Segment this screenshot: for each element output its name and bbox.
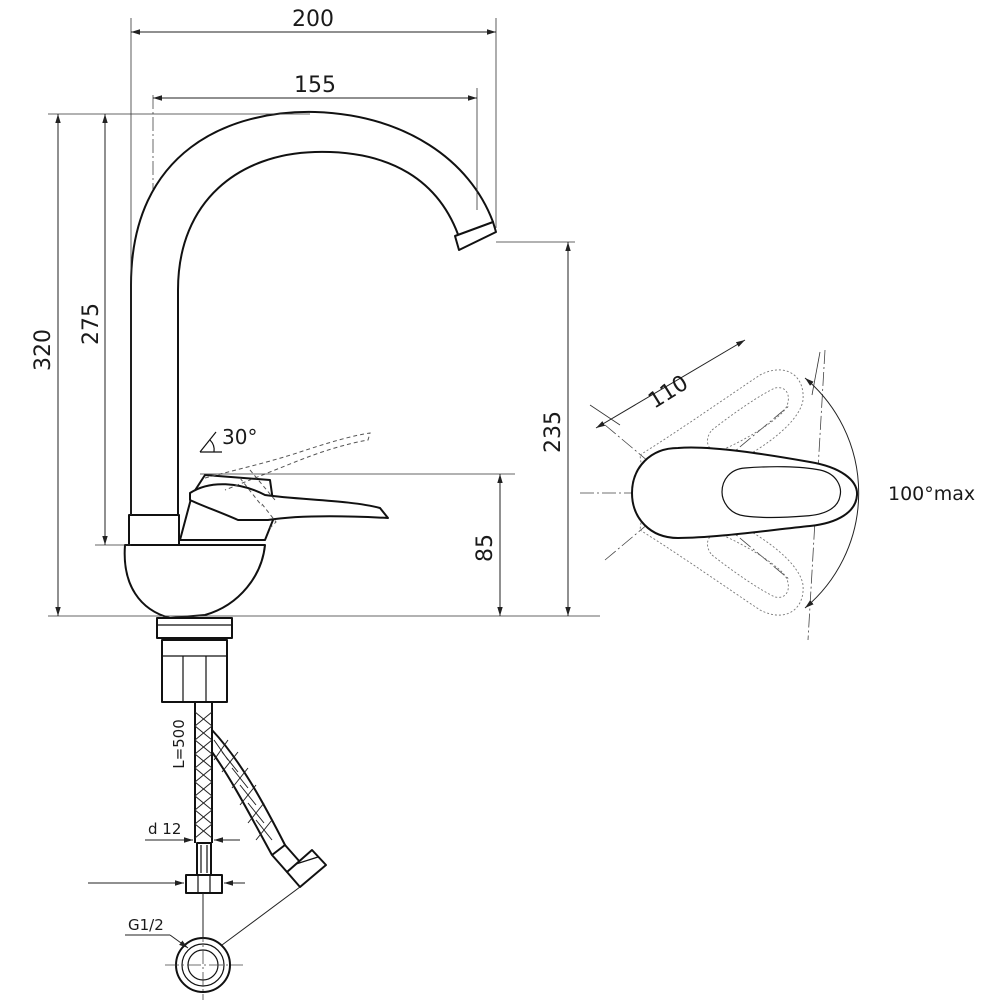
dimension-total-height: 320 — [31, 113, 600, 617]
spout-height-value: 275 — [79, 303, 104, 345]
hose-bent — [211, 729, 327, 888]
lever-tilt-label: 30° — [222, 425, 257, 449]
dimension-spout-reach: 155 — [153, 73, 478, 210]
overall-reach-value: 200 — [292, 7, 334, 32]
lever-swing-dimension — [595, 339, 746, 429]
thread-end-view — [165, 886, 301, 1000]
dimension-spout-clearance: 235 — [496, 241, 575, 616]
rotation-limit-label: 100°max — [888, 483, 975, 505]
hose-bent-fitting-nut — [286, 849, 327, 888]
hose-diameter-label: d 12 — [148, 820, 181, 838]
faucet-side-view: 30° — [123, 95, 497, 1000]
dimension-lever-height: 85 — [200, 473, 515, 616]
spout-clearance-value: 235 — [541, 411, 566, 453]
dimension-spout-height: 275 — [79, 114, 131, 546]
dimension-hose-diameter: d 12 — [145, 820, 240, 843]
hose-straight — [185, 702, 223, 894]
mounting-nut — [161, 639, 228, 703]
mounting-shank — [156, 617, 233, 639]
hose-fitting-nut — [185, 874, 223, 894]
dimension-hose-length: L=500 — [170, 719, 188, 769]
thread-label: G1/2 — [128, 916, 164, 934]
dimension-thread: G1/2 — [125, 916, 189, 949]
lever-top-view — [631, 446, 859, 539]
spout-tube — [130, 110, 494, 516]
faucet-top-view: 100°max 110 — [580, 339, 975, 641]
lever-angle-indicator: 30° — [199, 425, 257, 453]
total-height-value: 320 — [31, 329, 56, 371]
spout-collar — [128, 514, 180, 546]
lever-height-value: 85 — [473, 534, 498, 562]
spout-aerator — [454, 221, 497, 251]
spout-reach-value: 155 — [294, 73, 336, 98]
hose-length-label: L=500 — [170, 719, 188, 769]
lever-handle — [189, 483, 389, 521]
lever-lifted-ghost — [204, 432, 371, 491]
dimension-overall-reach: 200 — [130, 7, 497, 515]
mixer-body — [123, 544, 266, 619]
lever-swing-value: 110 — [644, 371, 693, 414]
lever-rotated-right-ghost — [639, 489, 804, 616]
rotation-arc — [804, 377, 860, 609]
